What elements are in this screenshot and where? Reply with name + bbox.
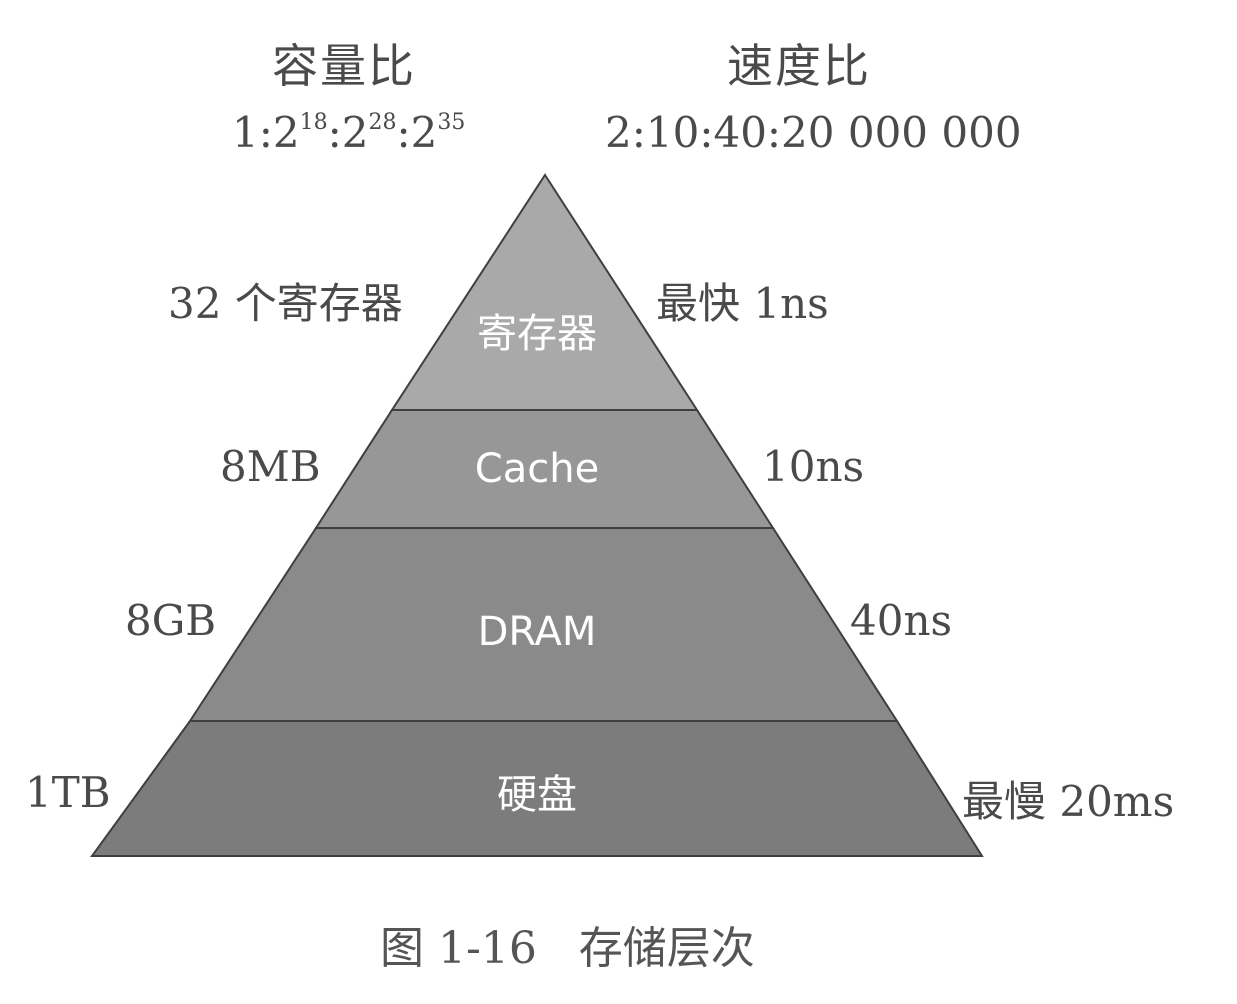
layer-cache-label: Cache	[475, 446, 599, 492]
capacity-ratio-base-3: :2	[396, 108, 438, 157]
disk-speed: 最慢 20ms	[962, 777, 1175, 826]
capacity-ratio-base-1: 1:2	[232, 108, 300, 157]
capacity-ratio-exp-1: 18	[299, 110, 328, 135]
layer-registers-shape	[390, 173, 699, 411]
speed-ratio-value: 2:10:40:20 000 000	[605, 108, 1022, 157]
layer-dram-label: DRAM	[478, 609, 597, 655]
capacity-ratio-value: 1:218:228:235	[232, 108, 465, 157]
capacity-ratio-base-2: :2	[327, 108, 369, 157]
figure-caption: 图 1-16 存储层次	[380, 923, 755, 974]
registers-capacity: 32 个寄存器	[168, 279, 403, 328]
registers-speed: 最快 1ns	[656, 279, 829, 328]
dram-capacity: 8GB	[125, 596, 217, 645]
speed-ratio-title: 速度比	[727, 39, 871, 93]
capacity-ratio-exp-3: 35	[437, 110, 466, 135]
cache-capacity: 8MB	[220, 442, 321, 491]
cache-speed: 10ns	[762, 442, 865, 491]
dram-speed: 40ns	[850, 596, 953, 645]
capacity-ratio-exp-2: 28	[368, 110, 397, 135]
layer-registers-label: 寄存器	[477, 311, 597, 357]
layer-disk-shape	[90, 720, 984, 857]
disk-capacity: 1TB	[25, 768, 111, 817]
layer-disk-label: 硬盘	[497, 772, 577, 818]
capacity-ratio-title: 容量比	[272, 39, 416, 93]
